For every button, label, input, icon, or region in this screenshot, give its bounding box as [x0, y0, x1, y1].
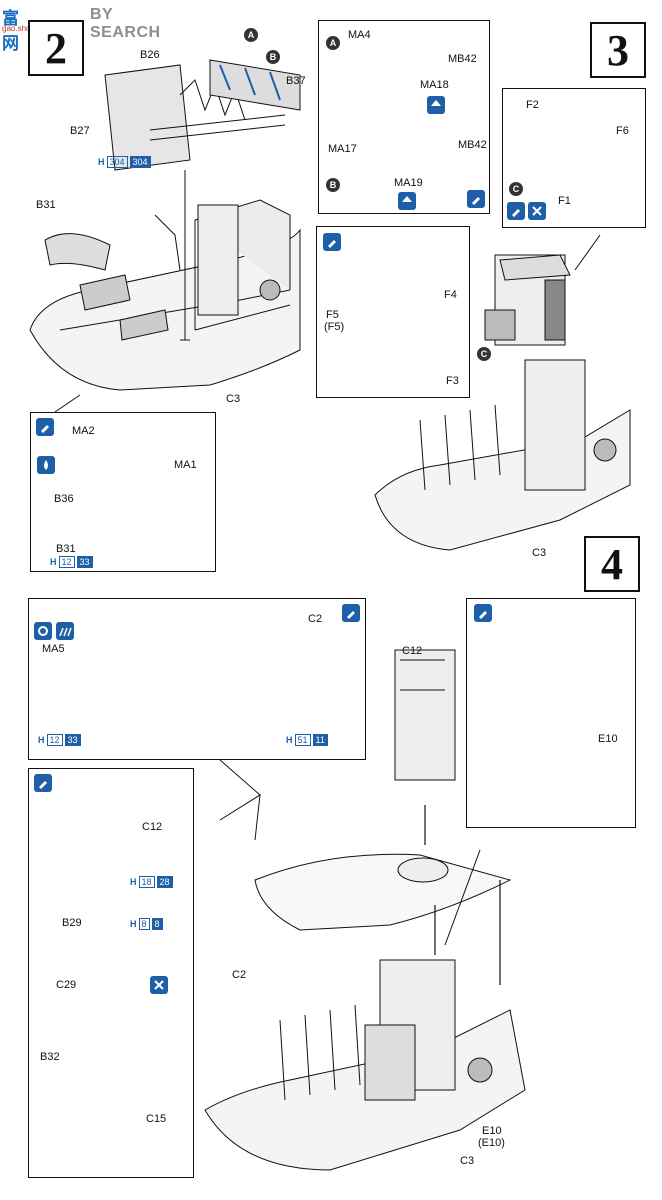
label-e10-inset: E10 [598, 733, 618, 745]
paint-brush-icon [467, 190, 485, 208]
repeat-icon [34, 622, 52, 640]
panel-step4-c2-grid [28, 598, 366, 760]
label-f6: F6 [616, 125, 629, 137]
watermark-search-text: BY SEARCH [90, 6, 161, 41]
paint-brush-icon [323, 233, 341, 251]
label-c3: C3 [226, 393, 241, 405]
marker-c-panel: C [509, 182, 523, 196]
panel-step4-e10 [466, 598, 636, 828]
label-f2: F2 [526, 99, 539, 111]
label-c2-grid: C2 [308, 613, 323, 625]
panel-step4-c12-assembly [28, 768, 194, 1178]
marker-a: A [244, 28, 258, 42]
x-count-icon [528, 202, 546, 220]
label-b36: B36 [54, 493, 74, 505]
label-ma4: MA4 [348, 29, 371, 41]
label-f5: F5 [326, 309, 339, 321]
label-b31: B31 [36, 199, 56, 211]
label-ma18: MA18 [420, 79, 449, 91]
label-b37: B37 [286, 75, 306, 87]
panel-step2-ma-b36 [30, 412, 216, 572]
brush-stroke-icon [56, 622, 74, 640]
marker-b-panel: B [326, 178, 340, 192]
watermark-site: gao.shop.com [2, 24, 52, 33]
step-number-2: 2 [28, 20, 84, 76]
panel-step3-f1-f2-f6 [502, 88, 646, 228]
label-e10-paren: (E10) [478, 1137, 505, 1149]
label-c3-step4: C3 [460, 1155, 475, 1167]
label-c29: C29 [56, 979, 77, 991]
label-b31-inset: B31 [56, 543, 76, 555]
label-ma1: MA1 [174, 459, 197, 471]
label-c12-inset: C12 [142, 821, 163, 833]
cement-drop-icon [37, 456, 55, 474]
paint-brush-icon [342, 604, 360, 622]
marker-c: C [477, 347, 491, 361]
paint-brush-icon [36, 418, 54, 436]
watermark-logo: 富 网 [2, 9, 19, 54]
x-count-icon [150, 976, 168, 994]
arrow-up-icon [398, 192, 416, 210]
step-number-4: 4 [584, 536, 640, 592]
label-c12-main: C12 [402, 645, 423, 657]
label-b32: B32 [40, 1051, 60, 1063]
label-f5-paren: (F5) [324, 321, 345, 333]
panel-step3-ma-belts [318, 20, 490, 214]
arrow-up-icon [427, 96, 445, 114]
label-ma2: MA2 [72, 425, 95, 437]
step-number-3: 3 [590, 22, 646, 78]
label-c2-main: C2 [232, 969, 247, 981]
label-b26: B26 [140, 49, 160, 61]
panel-step3-f3-f4-f5 [316, 226, 470, 398]
label-mb42-a: MB42 [448, 53, 477, 65]
label-ma17: MA17 [328, 143, 357, 155]
label-f4: F4 [444, 289, 457, 301]
label-c15: C15 [146, 1113, 167, 1125]
paint-brush-icon [474, 604, 492, 622]
label-f1: F1 [558, 195, 571, 207]
label-b29: B29 [62, 917, 82, 929]
paint-brush-icon [34, 774, 52, 792]
paint-brush-icon [507, 202, 525, 220]
label-b27: B27 [70, 125, 90, 137]
marker-a-panel: A [326, 36, 340, 50]
label-c3-step3: C3 [532, 547, 547, 559]
label-f3: F3 [446, 375, 459, 387]
marker-b: B [266, 50, 280, 64]
label-ma5: MA5 [42, 643, 65, 655]
label-ma19: MA19 [394, 177, 423, 189]
label-e10-main: E10 [482, 1125, 502, 1137]
label-mb42-b: MB42 [458, 139, 487, 151]
